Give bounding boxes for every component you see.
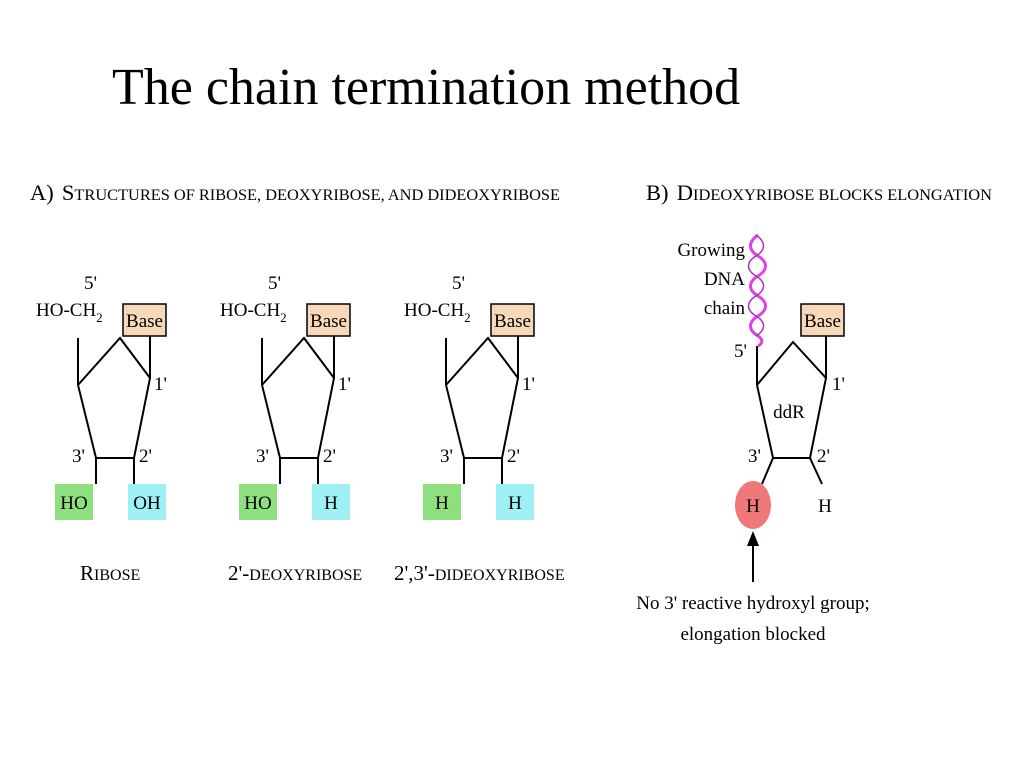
base-box — [122, 303, 167, 337]
dna-chain-helix-strand — [747, 234, 765, 337]
c5-label: 5' — [734, 341, 747, 362]
sugar-ring — [756, 340, 828, 459]
c2-label: 2' — [139, 446, 152, 467]
c2-label: 2' — [507, 446, 520, 467]
c5-label: 5' — [84, 273, 97, 294]
c1-label: 1' — [522, 374, 535, 395]
group-3-label: H — [435, 493, 449, 514]
dideoxyribose-structure: 5' HO-CH2 Base 1' 3' 2' H H 2',3'-DIDEOX… — [394, 273, 565, 585]
ribose-structure: 5' HO-CH2 Base 1' 3' 2' HO OH RIBOSE — [36, 273, 167, 585]
group-2-label: H — [508, 493, 522, 514]
blocked-elongation-structure: Growing DNA chain 5' Base 1' ddR 3' 2' H… — [636, 233, 870, 645]
ho-ch2-label: HO-CH2 — [220, 300, 287, 325]
hydrogen-3-box — [423, 484, 461, 520]
hydroxyl-3-box — [55, 484, 93, 520]
base-label: Base — [494, 311, 531, 332]
sugar-ring — [445, 336, 520, 459]
c2-label: 2' — [323, 446, 336, 467]
deoxyribose-structure: 5' HO-CH2 Base 1' 3' 2' HO H 2'-DEOXYRIB… — [220, 273, 362, 585]
chain-label-line-3: chain — [704, 298, 746, 319]
base-label: Base — [804, 311, 841, 332]
c3-label: 3' — [748, 446, 761, 467]
group-2-label: H — [324, 493, 338, 514]
c3-label: 3' — [72, 446, 85, 467]
group-2-label: OH — [133, 493, 161, 514]
base-label: Base — [126, 311, 163, 332]
hydrogen-2-box — [312, 484, 350, 520]
c5-label: 5' — [268, 273, 281, 294]
c1-label: 1' — [338, 374, 351, 395]
ribose-name: RIBOSE — [80, 561, 140, 585]
hydroxyl-3-box — [239, 484, 277, 520]
arrow-head-icon — [747, 531, 759, 546]
dna-chain-helix — [749, 233, 767, 348]
ho-ch2-label: HO-CH2 — [404, 300, 471, 325]
c1-label: 1' — [832, 374, 845, 395]
group-3-label: HO — [244, 493, 271, 514]
base-box — [306, 303, 351, 337]
sugar-ring — [77, 336, 152, 459]
c2-label: 2' — [817, 446, 830, 467]
chain-label-line-1: Growing — [677, 240, 745, 261]
hydrogen-2-box — [496, 484, 534, 520]
ho-ch2-label: HO-CH2 — [36, 300, 103, 325]
ring-label: ddR — [773, 402, 805, 423]
group-2-label: H — [818, 496, 832, 517]
c1-label: 1' — [154, 374, 167, 395]
caption-line-1: No 3' reactive hydroxyl group; — [636, 593, 869, 614]
c3-label: 3' — [440, 446, 453, 467]
base-label: Base — [310, 311, 347, 332]
caption-line-2: elongation blocked — [680, 624, 826, 645]
deoxyribose-name: 2'-DEOXYRIBOSE — [228, 561, 362, 585]
sugar-ring — [261, 336, 336, 459]
panel-a-heading: A)STRUCTURES OF RIBOSE, DEOXYRIBOSE, AND… — [30, 180, 560, 205]
chain-label-line-2: DNA — [704, 269, 745, 290]
panel-b-heading: B)DIDEOXYRIBOSE BLOCKS ELONGATION — [646, 180, 992, 205]
base-box — [800, 303, 845, 337]
c3-label: 3' — [256, 446, 269, 467]
page-title: The chain termination method — [112, 59, 741, 116]
c5-label: 5' — [452, 273, 465, 294]
base-box — [490, 303, 535, 337]
group-3-label: HO — [60, 493, 87, 514]
dideoxyribose-name: 2',3'-DIDEOXYRIBOSE — [394, 561, 565, 585]
blocked-3-hydrogen-highlight — [735, 481, 771, 529]
group-3-label: H — [746, 496, 760, 517]
hydroxyl-2-box — [128, 484, 166, 520]
